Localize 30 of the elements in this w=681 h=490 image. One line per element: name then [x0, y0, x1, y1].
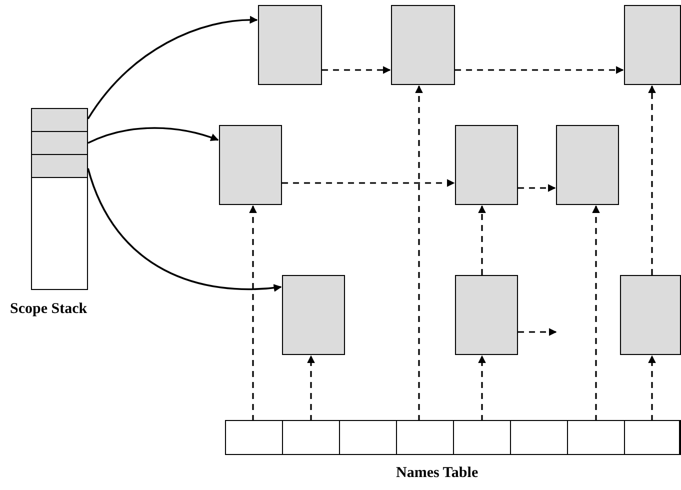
arrow — [415, 85, 423, 421]
arrow — [87, 16, 258, 120]
stack-cell — [31, 131, 88, 155]
scope-stack-label: Scope Stack — [10, 301, 88, 318]
arrow — [249, 205, 257, 421]
scope-box — [219, 125, 282, 205]
arrow — [282, 179, 455, 187]
scope-box — [258, 5, 322, 85]
arrow — [322, 66, 391, 74]
arrow — [478, 205, 486, 275]
scope-box — [391, 5, 455, 85]
arrow — [518, 328, 557, 336]
arrow — [88, 127, 219, 144]
names-table-label: Names Table — [396, 465, 478, 482]
scope-box — [282, 275, 345, 355]
scope-box — [620, 275, 681, 355]
arrow — [87, 168, 282, 292]
scope-box — [556, 125, 619, 205]
arrow — [592, 205, 600, 421]
stack-cell — [31, 154, 88, 178]
arrow — [648, 355, 656, 421]
arrow — [455, 66, 624, 74]
stack-cell — [31, 108, 88, 132]
arrow — [307, 355, 315, 421]
arrow — [478, 355, 486, 421]
arrow — [648, 85, 656, 275]
scope-box — [455, 275, 518, 355]
scope-box — [624, 5, 681, 85]
scope-box — [455, 125, 518, 205]
arrow — [518, 184, 556, 192]
